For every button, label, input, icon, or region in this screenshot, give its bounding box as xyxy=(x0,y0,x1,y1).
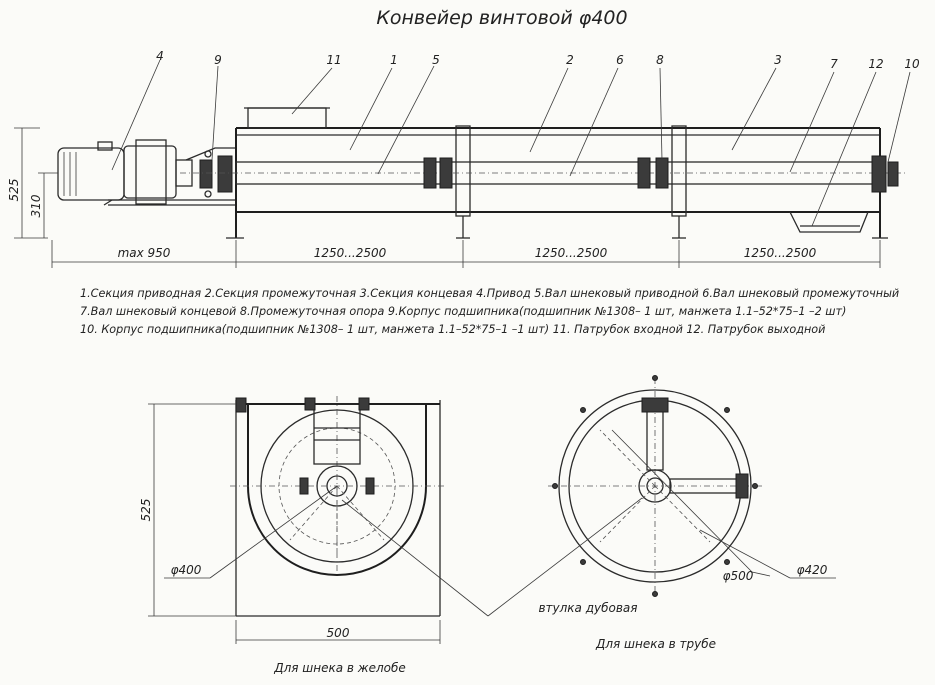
top-dimensions: 525 310 max 950 1250...2500 1250...2500 … xyxy=(7,127,881,268)
tube-cross-section: φ500 φ420 Для шнека в трубе xyxy=(548,375,836,651)
outlet-nozzle xyxy=(789,211,869,233)
trough-body xyxy=(226,125,888,239)
bushing-label: втулка дубовая xyxy=(538,601,637,615)
dim-height-310: 310 xyxy=(29,194,43,217)
callout-2: 2 xyxy=(566,53,574,67)
callout-4: 4 xyxy=(156,49,164,63)
inlet-nozzle xyxy=(244,107,330,129)
callout-7: 7 xyxy=(830,57,838,71)
callout-leaders xyxy=(111,59,911,227)
callout-11: 11 xyxy=(326,53,341,67)
intermediate-support-left xyxy=(423,157,453,189)
callout-9: 9 xyxy=(214,53,222,67)
callout-8: 8 xyxy=(656,53,664,67)
dim-section-3: 1250...2500 xyxy=(744,246,817,260)
dim-section-width: 500 xyxy=(327,626,350,640)
dim-section-height: 525 xyxy=(139,499,153,522)
dim-height-525: 525 xyxy=(7,179,21,202)
callout-1: 1 xyxy=(390,53,398,67)
drive-motor xyxy=(57,139,236,206)
callout-3: 3 xyxy=(774,53,782,67)
conveyor-side-view xyxy=(57,107,905,239)
dim-diameter-400: φ400 xyxy=(171,563,202,577)
trough-cross-section: 525 500 φ400 Для шнека в желобе xyxy=(139,396,446,675)
bearing-housing-9 xyxy=(199,150,233,198)
intermediate-support-right xyxy=(637,157,669,189)
bearing-housing-10 xyxy=(871,155,899,193)
screw-shaft xyxy=(180,161,905,185)
legend-line-2: 7.Вал шнековый концевой 8.Промежуточная … xyxy=(80,305,846,318)
dim-max-950: max 950 xyxy=(118,246,171,260)
bushing-callout: втулка дубовая xyxy=(341,497,643,617)
legend-line-1: 1.Секция приводная 2.Секция промежуточна… xyxy=(80,287,899,300)
dim-diameter-420: φ420 xyxy=(797,563,828,577)
callout-6: 6 xyxy=(616,53,624,67)
callout-numbers: 4 9 11 1 5 2 6 8 3 7 12 10 xyxy=(156,49,920,71)
dim-diameter-500: φ500 xyxy=(723,569,754,583)
callout-12: 12 xyxy=(868,57,883,71)
parts-legend: 1.Секция приводная 2.Секция промежуточна… xyxy=(80,287,899,336)
caption-trough: Для шнека в желобе xyxy=(273,661,406,675)
caption-tube: Для шнека в трубе xyxy=(595,637,716,651)
dim-section-1: 1250...2500 xyxy=(314,246,387,260)
callout-10: 10 xyxy=(904,57,920,71)
drawing-title: Конвейер винтовой φ400 xyxy=(376,7,627,29)
legend-line-3: 10. Корпус подшипника(подшипник №1308– 1… xyxy=(80,323,825,336)
callout-5: 5 xyxy=(432,53,440,67)
dim-section-2: 1250...2500 xyxy=(535,246,608,260)
